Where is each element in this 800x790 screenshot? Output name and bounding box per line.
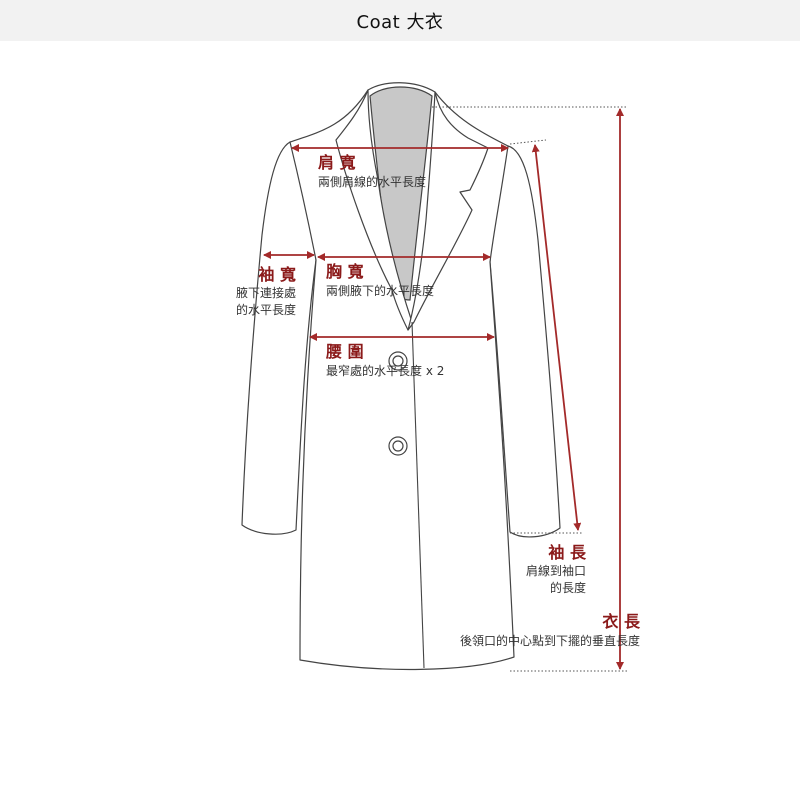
measurement-arrows	[263, 108, 624, 670]
waist-title: 腰 圍	[326, 342, 364, 361]
sleeve-length-desc-1: 肩線到袖口	[526, 563, 586, 578]
buttons	[388, 351, 408, 456]
page-title: Coat 大衣	[356, 11, 444, 33]
shoulder-title: 肩 寬	[318, 153, 356, 172]
header-bar: Coat 大衣	[0, 0, 800, 41]
measurement-labels: 肩 寬 兩側肩線的水平長度 袖 寬 腋下連接處 的水平長度 胸 寬 兩側腋下的水…	[236, 153, 641, 648]
sleeve-width-title: 袖 寬	[258, 265, 296, 284]
length-desc: 後領口的中心點到下擺的垂直長度	[460, 633, 640, 648]
chest-desc: 兩側腋下的水平長度	[326, 283, 434, 298]
sleeve-length-desc-2: 的長度	[550, 580, 586, 595]
sleeve-length-title: 袖 長	[548, 543, 587, 562]
chest-title: 胸 寬	[326, 262, 364, 281]
sleeve-width-desc-2: 的水平長度	[236, 302, 296, 317]
guide-lines	[432, 106, 628, 672]
sleeve-width-desc-1: 腋下連接處	[236, 285, 296, 300]
front-edge-line	[411, 321, 425, 669]
shoulder-desc: 兩側肩線的水平長度	[318, 174, 426, 189]
waist-desc: 最窄處的水平長度 x 2	[326, 363, 444, 378]
length-title: 衣 長	[602, 612, 641, 631]
sleeve-length-arrow	[531, 144, 582, 531]
